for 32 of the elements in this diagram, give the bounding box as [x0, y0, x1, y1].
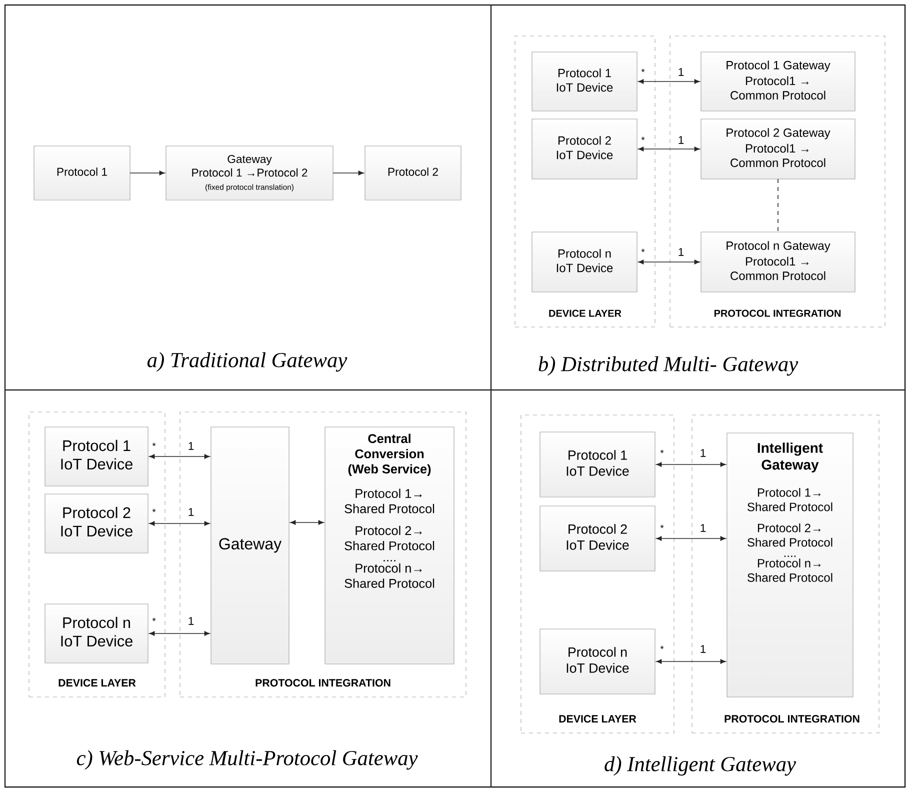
multiplicity-label: 1 — [678, 248, 684, 256]
multiplicity-label: 1 — [700, 645, 706, 653]
panel-caption: b) Distributed Multi- Gateway — [538, 356, 798, 376]
multiplicity-label: * — [641, 136, 645, 140]
multiplicity-label: 1 — [188, 508, 194, 516]
multiplicity-label: 1 — [678, 68, 684, 76]
multiplicity-label: 1 — [188, 442, 194, 450]
process-box: Protocol 2 — [364, 146, 462, 200]
multiplicity-label: 1 — [188, 617, 194, 625]
gateway-box: Intelligent Gateway Protocol 1→ Shared Protocol Protocol 2→ Shared Protocol .... Protocol n→ Shared Protocol — [726, 432, 854, 698]
device-box: Protocol 1 IoT Device — [44, 426, 148, 486]
panel-caption: d) Intelligent Gateway — [604, 756, 796, 776]
gateway-box: Central Conversion (Web Service) Protocol 1→ Shared Protocol Protocol 2→ Shared Protocol .... Protocol n→ Shared Protocol — [324, 426, 454, 664]
device-box: Protocol n IoT Device — [44, 604, 148, 664]
multiplicity-label: 1 — [678, 136, 684, 144]
device-box: Protocol 2 IoT Device — [44, 494, 148, 554]
device-box: Protocol n IoT Device — [540, 628, 656, 694]
device-box: Protocol 1 IoT Device — [532, 52, 638, 112]
multiplicity-label: 1 — [700, 449, 706, 457]
device-box: Protocol 2 IoT Device — [532, 118, 638, 180]
gateway-box: Gateway — [210, 426, 290, 664]
multiplicity-label: * — [152, 508, 156, 512]
multiplicity-label: 1 — [700, 524, 706, 532]
device-box: Protocol n IoT Device — [532, 232, 638, 292]
gateway-box: Protocol 1 Gateway Protocol1 → Common Protocol — [700, 52, 856, 112]
device-box: Protocol 1 IoT Device — [540, 432, 656, 498]
process-box: Protocol 1 — [34, 146, 130, 200]
gateway-box: Protocol 2 Gateway Protocol1 → Common Protocol — [700, 118, 856, 180]
device-box: Protocol 2 IoT Device — [540, 506, 656, 572]
panel-caption: c) Web-Service Multi-Protocol Gateway — [76, 750, 418, 770]
gateway-box: Protocol n Gateway Protocol1 → Common Protocol — [700, 232, 856, 292]
panel-caption: a) Traditional Gateway — [147, 352, 348, 372]
